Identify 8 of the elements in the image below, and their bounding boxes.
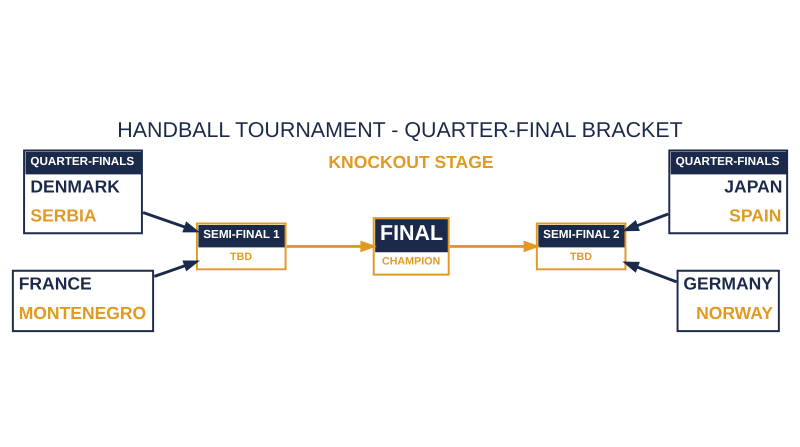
arrow bbox=[142, 210, 200, 232]
arrow bbox=[286, 240, 377, 252]
arrow bbox=[154, 260, 200, 278]
label: KNOCKOUT STAGE bbox=[328, 151, 494, 172]
arrow bbox=[622, 212, 669, 231]
arrow bbox=[450, 240, 540, 252]
arrow bbox=[622, 261, 678, 283]
diagram-title: HANDBALL TOURNAMENT - QUARTER-FINAL BRACKET bbox=[117, 117, 683, 142]
